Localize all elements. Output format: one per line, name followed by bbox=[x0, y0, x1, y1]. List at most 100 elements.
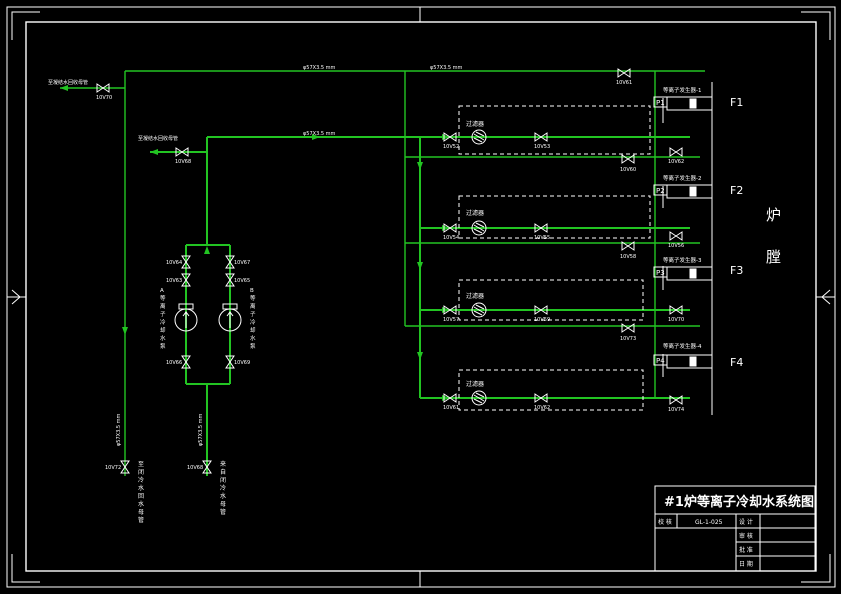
filter-icon bbox=[471, 390, 487, 406]
valve-icon bbox=[225, 255, 235, 269]
flow-arrows bbox=[60, 85, 450, 401]
valve-icon bbox=[669, 305, 683, 315]
valve-label: 10V56 bbox=[668, 243, 684, 249]
vertical-label-char: 至 bbox=[138, 461, 144, 468]
filter-boxes bbox=[458, 105, 651, 411]
valve-label: 10V66 bbox=[166, 360, 182, 366]
filter-icon bbox=[471, 129, 487, 145]
title-block bbox=[654, 485, 816, 572]
outlet-label: 至凝结水回收母管 bbox=[138, 135, 178, 142]
vertical-label-char: 水 bbox=[138, 484, 144, 492]
valve-icon bbox=[443, 305, 457, 315]
valve-label: 10V59 bbox=[534, 317, 550, 323]
vertical-label-char: 等 bbox=[250, 294, 256, 302]
pipe-labels: φ57X3.5 mm φ57X3.5 mm φ57X3.5 mm 至凝结水回收母… bbox=[48, 65, 462, 446]
generator-tag: P1 bbox=[656, 99, 665, 107]
valve-labels: 10V7010V6810V6110V6410V6310V6610V6710V65… bbox=[96, 80, 684, 471]
valve-icon bbox=[225, 273, 235, 287]
valve-icon bbox=[96, 83, 110, 93]
filter-label: 过滤器 bbox=[466, 209, 484, 217]
generator-port: F3 bbox=[730, 264, 743, 277]
vertical-label-char: 泵 bbox=[160, 343, 166, 350]
title-cell: 审 核 bbox=[739, 532, 753, 540]
vertical-label-char: 自 bbox=[220, 468, 226, 476]
vertical-label-char: 回 bbox=[138, 493, 144, 500]
valve-icon bbox=[181, 273, 191, 287]
valve-label: 10V70 bbox=[668, 317, 684, 323]
generator-labels: P1 P2 P3 P4 等离子发生器-1 等离子发生器-2 等离子发生器-3 等… bbox=[656, 86, 743, 369]
valve-label: 10V61 bbox=[616, 80, 632, 86]
valve-icon bbox=[181, 255, 191, 269]
valve-label: 10V67 bbox=[234, 260, 250, 266]
vertical-label-char: A bbox=[160, 288, 164, 294]
pump-a-icon bbox=[174, 303, 198, 332]
vertical-label-char: 母 bbox=[220, 501, 226, 508]
generators bbox=[653, 82, 713, 415]
pipe-size-label: φ57X3.5 mm bbox=[198, 414, 204, 446]
pipe-size-label: φ57X3.5 mm bbox=[303, 65, 335, 71]
vertical-label-char: 来 bbox=[220, 461, 226, 468]
vertical-label-char: 管 bbox=[220, 508, 226, 516]
drawing-frame bbox=[6, 6, 836, 588]
title-cell: 批 准 bbox=[739, 546, 753, 554]
valve-label: 10V72 bbox=[105, 465, 121, 471]
title-cell: 设 计 bbox=[739, 518, 753, 526]
generator-tag: P4 bbox=[656, 357, 665, 365]
pumps bbox=[174, 303, 242, 332]
valve-icon bbox=[443, 393, 457, 403]
furnace-label: 膛 bbox=[766, 248, 781, 266]
valve-icon bbox=[443, 223, 457, 233]
vertical-label-char: 水 bbox=[160, 334, 166, 342]
valve-label: 10V53 bbox=[534, 144, 550, 150]
return-pipes bbox=[60, 70, 705, 476]
valve-label: 10V73 bbox=[620, 336, 636, 342]
vertical-label-char: 闭 bbox=[138, 468, 144, 476]
drawing-title: #1炉等离子冷却水系统图 bbox=[664, 494, 814, 510]
vertical-label-char: 水 bbox=[138, 500, 144, 508]
valve-label: 10V54 bbox=[443, 235, 459, 241]
valve-icon bbox=[534, 223, 548, 233]
filter-label: 过滤器 bbox=[466, 120, 484, 128]
outlet-label: 至凝结水回收母管 bbox=[48, 79, 88, 86]
generator-tag: P2 bbox=[656, 187, 665, 195]
valve-icon bbox=[534, 393, 548, 403]
vertical-label-char: 却 bbox=[250, 326, 256, 334]
valve-icon bbox=[621, 323, 635, 333]
vertical-label-char: 离 bbox=[250, 302, 256, 310]
filter-label: 过滤器 bbox=[466, 380, 484, 388]
pipe-size-label: φ57X3.5 mm bbox=[430, 65, 462, 71]
valve-label: 10V62 bbox=[668, 159, 684, 165]
valve-label: 10V69 bbox=[234, 360, 250, 366]
valve-icon bbox=[617, 68, 631, 78]
vertical-label-char: 冷 bbox=[250, 318, 256, 326]
valve-icon bbox=[225, 355, 235, 369]
valve-icon bbox=[202, 460, 212, 474]
valve-label: 10V55 bbox=[534, 235, 550, 241]
valve-label: 10V52 bbox=[443, 144, 459, 150]
valve-label: 10V64 bbox=[166, 260, 182, 266]
title-cell: GL-1-025 bbox=[695, 519, 723, 526]
valve-icon bbox=[175, 147, 189, 157]
vertical-label-char: 冷 bbox=[220, 484, 226, 492]
vertical-label-char: 冷 bbox=[160, 318, 166, 326]
vertical-label-char: 水 bbox=[250, 334, 256, 342]
valve-label: 10V68 bbox=[187, 465, 203, 471]
filter-labels: 过滤器 过滤器 过滤器 过滤器 bbox=[466, 120, 484, 388]
generator-name: 等离子发生器-1 bbox=[663, 86, 701, 94]
valve-icon bbox=[534, 305, 548, 315]
filters bbox=[471, 129, 487, 406]
vertical-label-char: 等 bbox=[160, 294, 166, 302]
title-cell: 日 期 bbox=[739, 560, 753, 568]
valve-label: 10V62 bbox=[534, 405, 550, 411]
vertical-label-char: 却 bbox=[160, 326, 166, 334]
valve-icon bbox=[621, 241, 635, 251]
valve-label: 10V61 bbox=[443, 405, 459, 411]
valve-icon bbox=[120, 460, 130, 474]
title-cell: 校 核 bbox=[658, 518, 672, 526]
valve-icon bbox=[534, 132, 548, 142]
valve-label: 10V70 bbox=[96, 95, 112, 101]
filter-icon bbox=[471, 220, 487, 236]
pipe-size-label: φ57X3.5 mm bbox=[303, 131, 335, 137]
vertical-label-char: 母 bbox=[138, 509, 144, 516]
